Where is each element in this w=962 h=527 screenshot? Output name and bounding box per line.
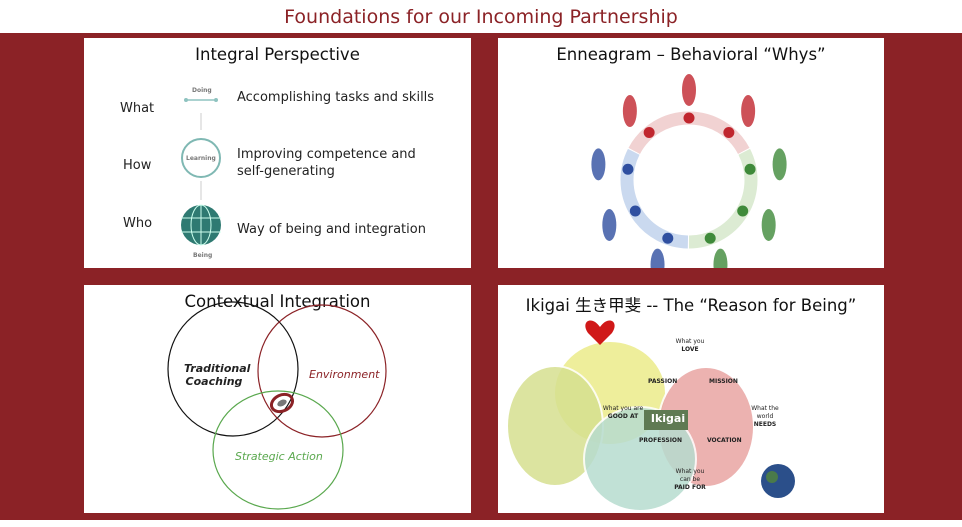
circle-label-strategic-action: Strategic Action: [235, 450, 323, 463]
needs-label-bold: NEEDS: [753, 421, 777, 428]
panel-contextual-integration: Contextual Integration Traditional Coach…: [84, 285, 471, 513]
figure-icon: [622, 95, 637, 128]
panel-integral-perspective: Integral Perspective Doing Learning Bein…: [84, 38, 471, 268]
love-label-bold: LOVE: [681, 346, 699, 353]
type-dot: [744, 163, 756, 175]
type-dot: [629, 205, 641, 217]
circle-label-coaching: Coaching: [185, 375, 243, 388]
globe-icon: [181, 204, 221, 246]
row-what: What: [120, 101, 155, 116]
paid-label: What you: [675, 468, 705, 475]
earth-icon: [761, 464, 795, 498]
profession-label: PROFESSION: [639, 437, 683, 444]
type-dot: [643, 127, 655, 139]
panel-title: Contextual Integration: [184, 292, 371, 311]
integral-diagram: [181, 98, 221, 246]
logo-swirl-icon: [269, 392, 295, 414]
type-dot: [683, 112, 695, 124]
ring-segment: [688, 148, 758, 249]
figure-icon: [591, 148, 606, 181]
type-dot: [622, 163, 634, 175]
figure-icon: [761, 209, 776, 241]
panel-ikigai: Ikigai 生き甲斐 -- The “Reason for Being” Ik…: [498, 285, 884, 513]
stage-learning: Learning: [186, 155, 216, 162]
type-dot: [704, 232, 716, 244]
panel-title: Ikigai 生き甲斐 -- The “Reason for Being”: [525, 296, 857, 315]
type-dot: [737, 205, 749, 217]
figure-icon: [650, 248, 665, 268]
row-how: How: [123, 158, 152, 173]
type-dot: [723, 127, 735, 139]
needs-label: What the: [751, 405, 779, 412]
ring-segment: [620, 148, 689, 249]
stage-doing: Doing: [192, 87, 212, 94]
figure-icon: [602, 209, 617, 241]
needs-label-2: world: [756, 413, 774, 420]
ikigai-center: Ikigai: [650, 412, 686, 425]
passion-label: PASSION: [648, 378, 678, 385]
circle-label-environment: Environment: [309, 368, 380, 381]
enneagram-ring: [591, 74, 787, 268]
circle-label-traditional: Traditional: [184, 362, 251, 375]
panel-enneagram: Enneagram – Behavioral “Whys”: [498, 38, 884, 268]
ikigai-venn: [506, 320, 795, 512]
figure-icon: [772, 148, 787, 181]
love-label: What you: [675, 338, 705, 345]
text-learning: Improving competence and: [237, 147, 416, 162]
row-who: Who: [123, 216, 153, 231]
slide-title: Foundations for our Incoming Partnership: [284, 6, 678, 28]
figure-icon: [741, 95, 756, 128]
vocation-label: VOCATION: [707, 437, 742, 444]
figure-icon: [682, 74, 696, 106]
panel-title: Enneagram – Behavioral “Whys”: [556, 45, 826, 64]
paid-label-2: can be: [679, 476, 701, 483]
good-label-bold: GOOD AT: [607, 413, 639, 420]
text-doing: Accomplishing tasks and skills: [237, 90, 435, 105]
paid-label-bold: PAID FOR: [674, 484, 706, 491]
panel-title: Integral Perspective: [195, 45, 360, 64]
stage-being: Being: [193, 252, 213, 259]
good-label: What you are: [602, 405, 644, 412]
figure-icon: [713, 248, 728, 268]
text-learning-2: self-generating: [237, 164, 335, 179]
type-dot: [662, 232, 674, 244]
heart-icon: [585, 320, 615, 345]
text-being: Way of being and integration: [237, 222, 426, 237]
venn-diagram: [167, 301, 387, 510]
mission-label: MISSION: [709, 378, 738, 385]
